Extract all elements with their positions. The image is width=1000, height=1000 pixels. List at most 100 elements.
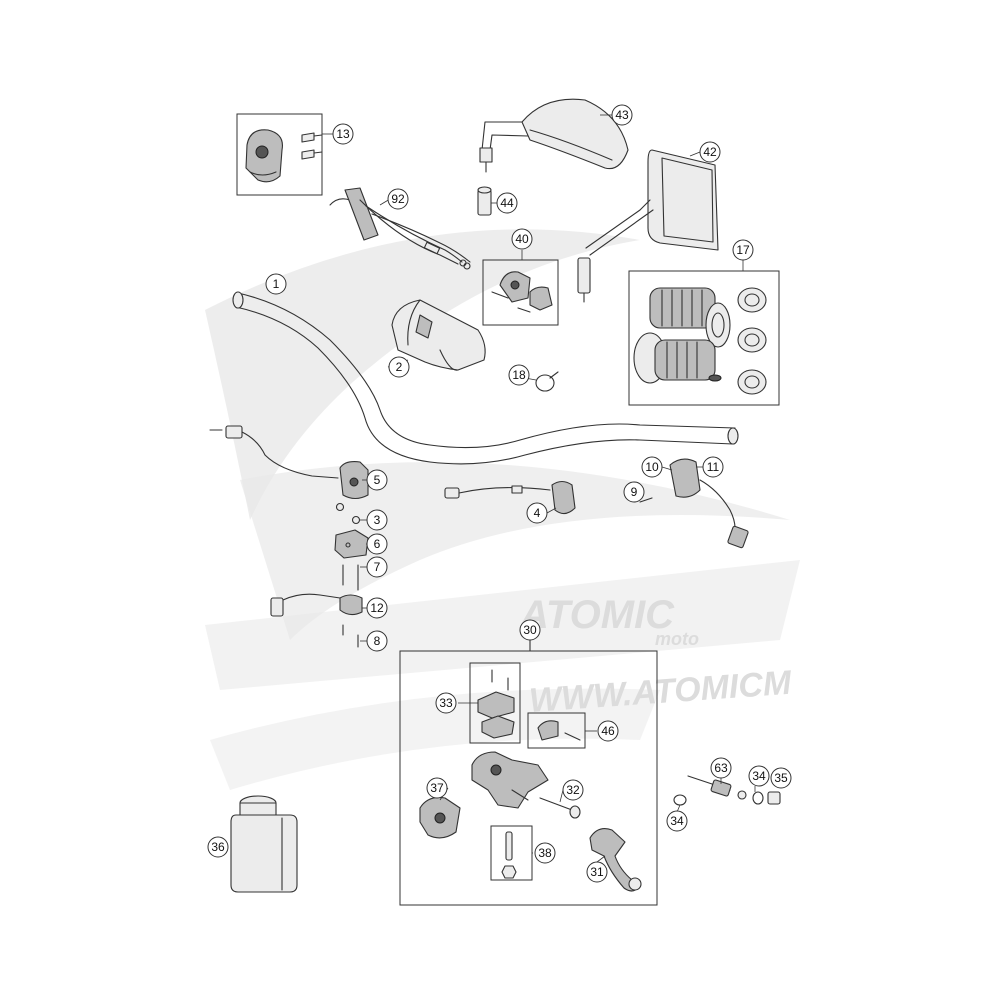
part-2-handlebar-pad [391,299,486,371]
svg-text:10: 10 [645,460,659,474]
svg-text:34: 34 [670,814,684,828]
callout-34a: 34 [748,765,770,787]
svg-text:8: 8 [374,634,381,648]
part-13-frame [236,113,323,196]
callout-35: 35 [770,767,792,789]
callout-12: 12 [366,597,388,619]
svg-text:44: 44 [500,196,514,210]
svg-text:12: 12 [370,601,384,615]
callout-36: 36 [207,836,229,858]
callout-2: 2 [388,356,410,378]
watermark-swoosh-3 [205,560,800,690]
svg-text:2: 2 [396,360,403,374]
callout-11: 11 [702,456,724,478]
svg-text:37: 37 [430,781,444,795]
callout-44: 44 [496,192,518,214]
svg-text:34: 34 [752,769,766,783]
part-18-clip [535,371,559,392]
part-7-screws [342,564,359,591]
watermark-swoosh-4 [210,688,660,790]
callout-1: 1 [265,273,287,295]
part-63-34-35-fittings [673,775,781,806]
callouts: 1 2 3 4 5 6 7 8 9 10 11 12 13 17 18 30 3… [207,104,792,883]
svg-text:9: 9 [631,485,638,499]
callout-38: 38 [534,842,556,864]
svg-text:1: 1 [273,277,280,291]
callout-63: 63 [710,757,732,779]
part-3-nut [335,502,361,525]
svg-text:42: 42 [703,145,717,159]
svg-text:17: 17 [736,243,750,257]
svg-text:92: 92 [391,192,405,206]
callout-7: 7 [366,556,388,578]
callout-31: 31 [586,861,608,883]
part-92-throttle-cables [329,187,471,270]
callout-34b: 34 [666,810,688,832]
svg-text:33: 33 [439,696,453,710]
callout-5: 5 [366,469,388,491]
watermark: ATOMIC moto WWW.ATOMICM [205,229,800,790]
callout-3: 3 [366,509,388,531]
svg-text:36: 36 [211,840,225,854]
svg-text:13: 13 [336,127,350,141]
part-12-switch [270,593,363,617]
callout-92: 92 [387,188,409,210]
svg-text:4: 4 [534,506,541,520]
callout-18: 18 [508,364,530,386]
part-40-frame [482,259,559,326]
watermark-swoosh-2 [240,462,790,640]
part-4-switch [444,480,576,515]
watermark-sub: moto [655,629,699,649]
callout-43: 43 [611,104,633,126]
callout-32: 32 [562,779,584,801]
part-44-mirror-adapter [477,186,492,216]
svg-text:7: 7 [374,560,381,574]
part-43-mirror [479,98,629,173]
part-30-frame [399,650,658,906]
svg-text:46: 46 [601,724,615,738]
svg-text:18: 18 [512,368,526,382]
part-42-mirror-square [577,149,719,303]
svg-text:40: 40 [515,232,529,246]
callout-9: 9 [623,481,645,503]
part-1-handlebar [232,291,739,465]
callout-40: 40 [511,228,533,250]
svg-text:63: 63 [714,761,728,775]
svg-text:5: 5 [374,473,381,487]
part-46-frame [527,712,586,749]
callout-8: 8 [366,630,388,652]
callout-33: 33 [435,692,457,714]
callout-4: 4 [526,502,548,524]
svg-text:43: 43 [615,108,629,122]
svg-text:6: 6 [374,537,381,551]
watermark-swoosh-1 [205,229,640,521]
callout-6: 6 [366,533,388,555]
part-17-grips [628,270,780,406]
callout-46: 46 [597,720,619,742]
part-17-frame [628,270,780,406]
callout-30: 30 [519,619,541,641]
part-40-clamp [482,259,559,326]
svg-text:35: 35 [774,771,788,785]
svg-text:11: 11 [707,460,720,474]
svg-text:32: 32 [566,783,580,797]
watermark-url: WWW.ATOMICM [528,664,793,720]
svg-text:31: 31 [590,865,604,879]
callout-10: 10 [641,456,663,478]
svg-text:3: 3 [374,513,381,527]
callout-17: 17 [732,239,754,261]
svg-text:38: 38 [538,846,552,860]
part-9-10-11-switch [639,458,749,549]
svg-text:30: 30 [523,623,537,637]
part-8-screw [342,624,359,648]
part-36-fluid-bottle [230,795,298,893]
watermark-brand: ATOMIC [519,593,675,637]
part-6-clamp-plate [334,529,369,559]
part-13-throttle-housing [236,113,323,196]
callout-37: 37 [426,777,448,799]
callout-42: 42 [699,141,721,163]
part-5-switch [209,425,369,500]
callout-13: 13 [332,123,354,145]
part-30-brake-assembly [399,639,658,906]
